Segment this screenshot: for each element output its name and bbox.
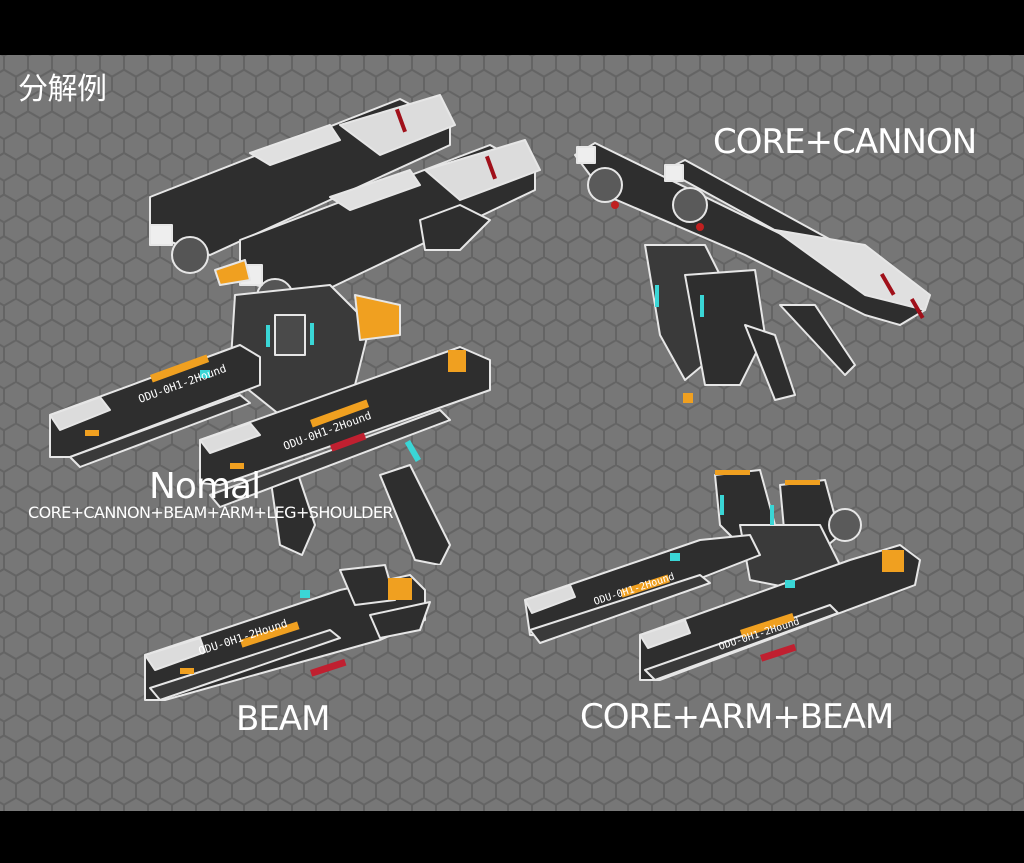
variant-sublabel-normal: CORE+CANNON+BEAM+ARM+LEG+SHOULDER xyxy=(28,503,394,522)
page-title: 分解例 xyxy=(18,72,107,107)
letterbox-bottom xyxy=(0,811,1024,863)
variant-label-normal: Nomal xyxy=(149,466,261,507)
variant-label-core-arm-beam: CORE+ARM+BEAM xyxy=(580,697,894,737)
mech-core-arm-beam-illustration: ODU-0H1-2Hound ODU-0H1-2Hound xyxy=(524,469,921,681)
hex-background-canvas: ODU-0H1-2Hound ODU-0H1-2Hound xyxy=(0,55,1024,811)
mech-core-cannon-illustration xyxy=(574,142,931,403)
variant-label-beam: BEAM xyxy=(236,699,330,739)
mech-normal-illustration: ODU-0H1-2Hound ODU-0H1-2Hound xyxy=(49,94,541,565)
mech-beam-illustration: ODU-0H1-2Hound xyxy=(144,564,431,701)
variant-label-core-cannon: CORE+CANNON xyxy=(713,122,977,162)
letterbox-top xyxy=(0,0,1024,55)
